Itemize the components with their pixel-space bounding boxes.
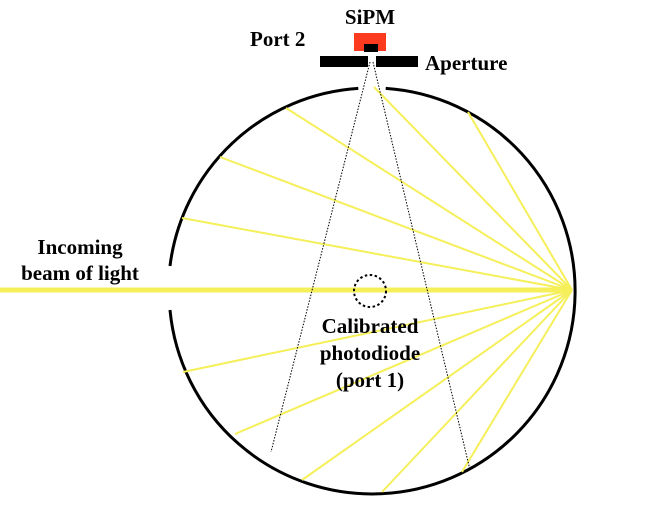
ray (301, 289, 573, 481)
sphere-wall-main (168, 86, 577, 496)
photodiode-label-line3: (port 1) (336, 368, 404, 392)
sipm-label: SiPM (345, 5, 395, 29)
ray (381, 289, 573, 493)
port2-label: Port 2 (250, 27, 305, 51)
photodiode-circle (353, 274, 387, 308)
fov-line-left (270, 61, 371, 453)
fov-line-right (372, 61, 471, 471)
ray (234, 289, 573, 435)
ray (373, 86, 573, 291)
sphere-wall-upper (168, 86, 359, 267)
ray (467, 111, 573, 291)
ray (219, 156, 573, 291)
ray (461, 289, 573, 473)
aperture-label: Aperture (425, 51, 507, 75)
light-rays (0, 86, 573, 493)
aperture-plate-right (376, 56, 418, 67)
ray (181, 217, 573, 291)
ray (285, 107, 573, 291)
sipm-detector (364, 44, 378, 52)
aperture-plate-left (320, 56, 368, 67)
photodiode-label-line2: photodiode (320, 341, 420, 365)
photodiode-label-line1: Calibrated (322, 314, 419, 338)
incoming-beam-label-line2: beam of light (21, 261, 139, 285)
ray (182, 289, 573, 373)
incoming-beam-label-line1: Incoming (37, 235, 123, 259)
